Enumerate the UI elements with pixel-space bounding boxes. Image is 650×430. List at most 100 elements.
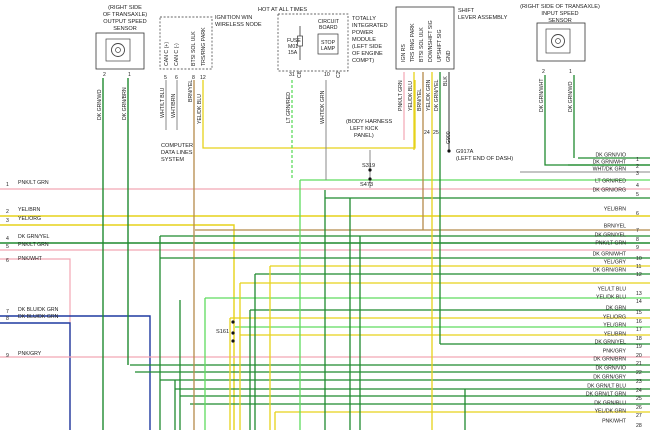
left-number-6: 6 bbox=[6, 258, 9, 264]
wire-label-right-17: YEL/BRN bbox=[604, 332, 626, 338]
wire-layer bbox=[0, 72, 650, 430]
input-sensor-label-1: (RIGHT SIDE OF TRANSAXLE) bbox=[520, 4, 600, 10]
input-sensor-pin-2: 2 bbox=[542, 69, 545, 75]
ignition-node-label-1: IGNITION WIN bbox=[215, 15, 252, 21]
right-number-10: 10 bbox=[636, 256, 642, 262]
wire-label-v-2: WHT/LT BLU bbox=[160, 87, 166, 118]
right-number-16: 16 bbox=[636, 319, 642, 325]
wire-label-right-12: YEL/LT BLU bbox=[598, 287, 627, 293]
shift-pin-ign: IGN RS bbox=[401, 44, 407, 62]
wire-label-right-20: DK GRN/BRN bbox=[593, 357, 626, 363]
output-sensor-box bbox=[95, 32, 145, 70]
ignition-node-pin-num-8: 8 bbox=[192, 75, 195, 81]
tipm-box bbox=[277, 13, 349, 72]
splice-s473-label: S473 bbox=[360, 182, 373, 188]
wire-label-v-4: BRN/YEL bbox=[188, 80, 194, 102]
wire-label-right-26: YEL/DK GRN bbox=[595, 409, 627, 415]
right-number-21: 21 bbox=[636, 361, 642, 367]
shift-pin-gnd: GND bbox=[446, 50, 452, 62]
wire-label-v-3: WHT/BRN bbox=[171, 94, 177, 118]
wire-label-v-11: YEL/DK GRN bbox=[426, 79, 432, 111]
wire-label-layer: DK GRN/WO DK GRN/BRN WHT/LT BLU WHT/BRN BRN/… bbox=[6, 76, 642, 429]
left-number-9: 9 bbox=[6, 353, 9, 359]
input-speed-sensor: (RIGHT SIDE OF TRANSAXLE) INPUT SPEED SE… bbox=[520, 4, 600, 75]
left-number-8: 8 bbox=[6, 316, 9, 322]
tipm-conn-c8: C8 bbox=[297, 71, 303, 78]
wire-label-right-5: YEL/BRN bbox=[604, 207, 626, 213]
right-number-12: 12 bbox=[636, 272, 642, 278]
fuse-label-1: FUSE bbox=[287, 38, 301, 44]
right-number-11: 11 bbox=[636, 264, 641, 270]
ignition-node-pin-can-minus: CAN C (-) bbox=[174, 43, 180, 66]
wire-label-right-16: YEL/GRN bbox=[603, 323, 626, 329]
data-lines-label-3: SYSTEM bbox=[161, 157, 184, 163]
fuse-label-2: M01 bbox=[288, 44, 298, 50]
wire-label-right-13: YEL/DK BLU bbox=[596, 295, 626, 301]
shift-pin-num-25: 25 bbox=[433, 130, 439, 136]
wire-label-right-4: DK GRN/ORG bbox=[593, 188, 626, 194]
right-number-7: 7 bbox=[636, 228, 639, 234]
right-number-13: 13 bbox=[636, 291, 642, 297]
right-number-28: 28 bbox=[636, 423, 642, 429]
shift-pin-num-24: 24 bbox=[424, 130, 430, 136]
wire-label-left-1: YEL/BRN bbox=[18, 207, 40, 213]
wire-label-right-2: WHT/DK GRN bbox=[593, 167, 627, 173]
output-sensor-icon bbox=[105, 38, 131, 62]
wire-label-left-0: PNK/LT GRN bbox=[18, 180, 49, 186]
wire-label-v-12: DK GRN/YEL bbox=[434, 79, 440, 111]
data-lines-label-1: COMPUTER bbox=[161, 143, 193, 149]
input-sensor-label-2: INPUT SPEED bbox=[541, 11, 578, 17]
right-number-2: 2 bbox=[636, 164, 639, 170]
right-number-8: 8 bbox=[636, 237, 639, 243]
wire-label-left-4: PNK/LT GRN bbox=[18, 242, 49, 248]
misc-labels: (BODY HARNESS LEFT KICK PANEL) COMPUTER … bbox=[161, 119, 513, 335]
input-sensor-pin-1: 1 bbox=[569, 69, 572, 75]
shift-pin-btsi: BTSI SOL ULK bbox=[419, 27, 425, 62]
right-number-25: 25 bbox=[636, 396, 642, 402]
body-harness-label-1: (BODY HARNESS bbox=[346, 119, 392, 125]
wire-label-left-5: PNK/WHT bbox=[18, 256, 43, 262]
output-sensor-gear-icon bbox=[111, 43, 125, 57]
tipm-conn-c2: C2 bbox=[336, 71, 342, 78]
wire-label-left-2: YEL/ORG bbox=[18, 216, 41, 222]
wire-h6-pnk-wht bbox=[0, 258, 71, 430]
tipm-pin-10: 10 bbox=[324, 72, 330, 78]
splice-s319-label: S319 bbox=[362, 163, 375, 169]
wire-label-left-6: DK BLU/DK GRN bbox=[18, 307, 59, 313]
power-module: HOT AT ALL TIMES FUSE M01 15A CIRCUIT BO… bbox=[258, 7, 388, 78]
wire-label-right-8: PNK/LT GRN bbox=[595, 241, 626, 247]
wire-label-right-25: DK GRN/BLU bbox=[594, 401, 626, 407]
splice-dot bbox=[231, 320, 235, 324]
shift-ground-id: G900 bbox=[446, 131, 452, 144]
wire-label-left-7: DK BLU/DK GRN bbox=[18, 314, 59, 320]
right-number-3: 3 bbox=[636, 171, 639, 177]
ignition-node-pin-can-plus: CAN C (+) bbox=[164, 42, 170, 66]
wire-label-right-0: DK GRN/VIO bbox=[595, 153, 626, 159]
wire-label-v-1: DK GRN/BRN bbox=[122, 87, 128, 120]
wire-v-ign-12 bbox=[202, 80, 416, 149]
right-number-24: 24 bbox=[636, 388, 642, 394]
right-number-5: 5 bbox=[636, 192, 639, 198]
left-number-2: 2 bbox=[6, 209, 9, 215]
wire-label-v-15: DK GRN/WO bbox=[568, 81, 574, 112]
wire-label-right-23: DK GRN/LT BLU bbox=[587, 384, 626, 390]
right-number-19: 19 bbox=[636, 344, 642, 350]
splice-dot bbox=[447, 149, 451, 153]
shift-lever-assembly: SHIFT LEVER ASSEMBLY IGN RS TRS RNG PARK… bbox=[395, 6, 508, 144]
fuse-icon bbox=[297, 35, 303, 47]
right-number-26: 26 bbox=[636, 405, 642, 411]
ignition-node-label-2: WIRELESS NODE bbox=[215, 22, 262, 28]
stop-lamp-label-2: LAMP bbox=[321, 46, 336, 52]
wire-label-right-27: PNK/WHT bbox=[602, 419, 627, 425]
wire-label-right-11: DK GRN/GRN bbox=[593, 268, 626, 274]
right-number-14: 14 bbox=[636, 299, 642, 305]
stop-lamp-box bbox=[317, 33, 339, 55]
wire-label-right-3: LT GRN/RED bbox=[595, 179, 626, 185]
shift-pin-up: UPSHIFT SIG bbox=[437, 30, 443, 62]
shift-lever-label-2: LEVER ASSEMBLY bbox=[458, 15, 508, 21]
body-harness-label-3: PANEL) bbox=[354, 133, 374, 139]
input-sensor-gear-icon bbox=[551, 34, 565, 48]
left-number-1: 1 bbox=[6, 182, 9, 188]
wire-label-right-10: YEL/GRY bbox=[604, 260, 627, 266]
